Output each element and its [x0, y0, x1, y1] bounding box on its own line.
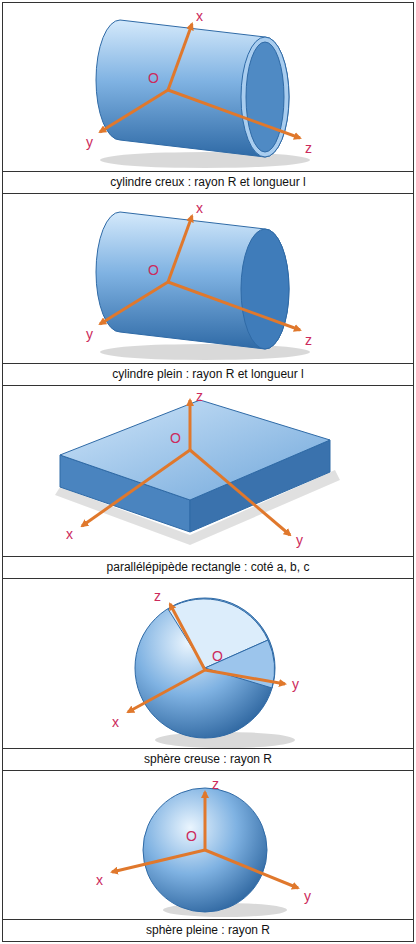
figure-caption: sphère creuse : rayon R — [3, 748, 413, 770]
rectangular-box — [55, 400, 340, 545]
figure-caption: cylindre plein : rayon R et longueur l — [3, 363, 413, 385]
hollow-cylinder — [96, 20, 310, 168]
figure-caption: cylindre creux : rayon R et longueur l — [3, 171, 413, 193]
axis-label: y — [86, 134, 93, 150]
axis-label: x — [66, 526, 73, 542]
figure-panel: cylindre plein : rayon R et longueur l — [2, 193, 414, 386]
axis-label: y — [296, 532, 303, 548]
axis-label: z — [212, 776, 219, 792]
axis-label: O — [170, 430, 181, 446]
axes — [100, 24, 300, 138]
figure-panel: sphère pleine : rayon R — [2, 770, 414, 942]
axis-label: z — [154, 588, 161, 604]
axis-label: x — [196, 8, 203, 24]
axis-label: y — [304, 888, 311, 904]
axis-label: O — [148, 70, 159, 86]
axes — [128, 604, 285, 712]
axis-label: z — [196, 388, 203, 404]
axis-label: z — [305, 332, 312, 348]
axis-label: z — [305, 140, 312, 156]
axis-label: x — [96, 872, 103, 888]
figure-panel: cylindre creux : rayon R et longueur l — [2, 2, 414, 194]
axes — [112, 792, 298, 888]
axes — [100, 216, 300, 330]
figure-caption: parallélépipède rectangle : coté a, b, c — [3, 556, 413, 578]
axis-label: O — [148, 262, 159, 278]
figure-panel: parallélépipède rectangle : coté a, b, c — [2, 385, 414, 579]
figure-panel: sphère creuse : rayon R — [2, 578, 414, 771]
figure-caption: sphère pleine : rayon R — [3, 919, 413, 941]
axis-label: y — [86, 326, 93, 342]
axis-label: x — [112, 714, 119, 730]
solid-cylinder — [96, 212, 310, 360]
axes — [82, 400, 290, 535]
axis-label: x — [196, 200, 203, 216]
axis-label: O — [212, 648, 223, 664]
hollow-sphere — [135, 598, 295, 748]
axis-label: O — [186, 828, 197, 844]
axis-label: y — [292, 676, 299, 692]
